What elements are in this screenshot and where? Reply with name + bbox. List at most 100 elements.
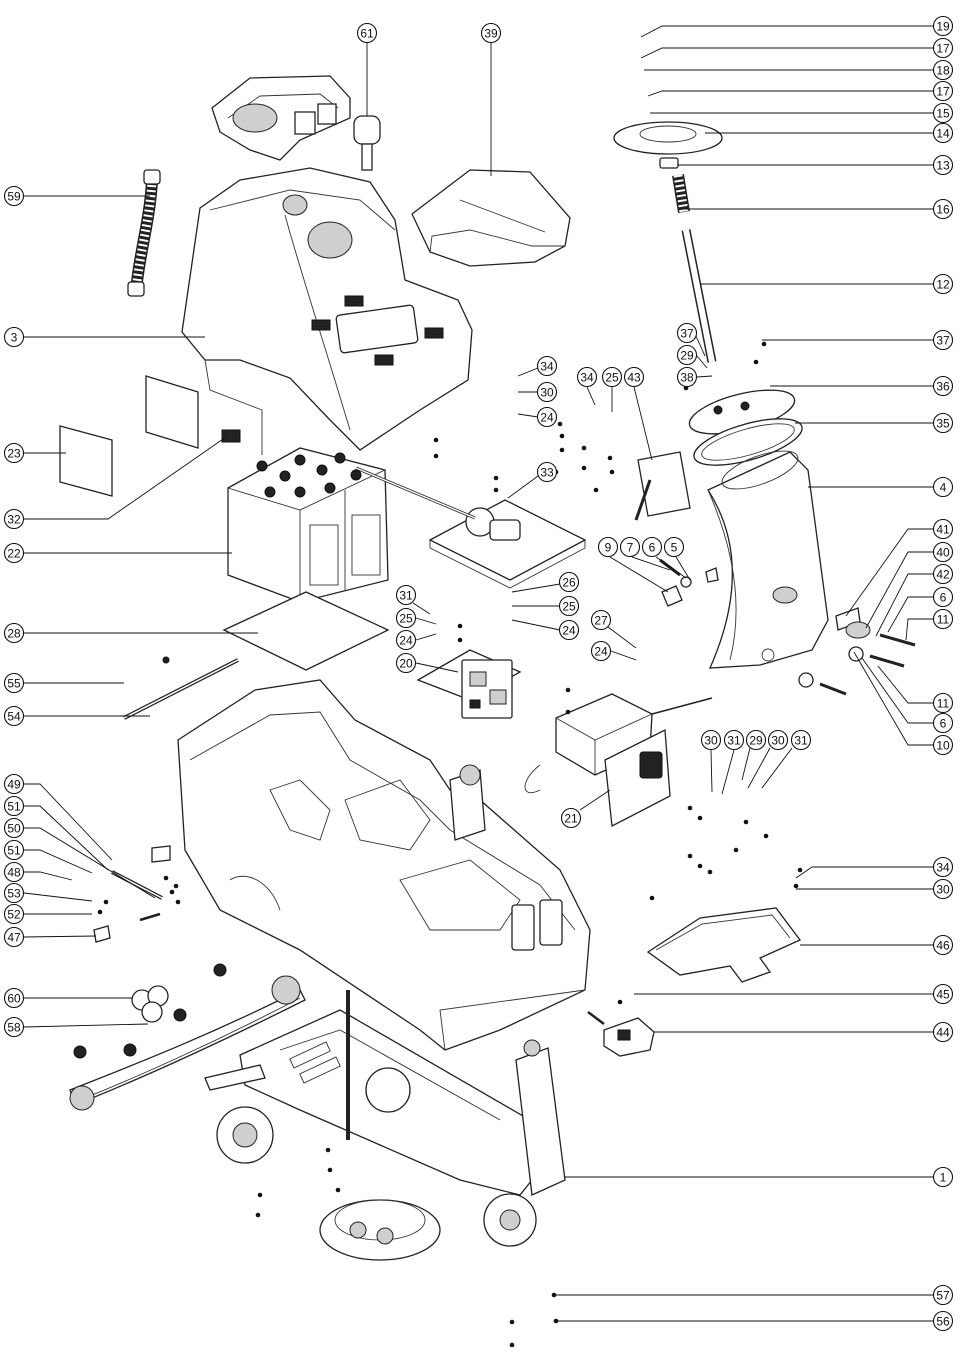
callout-number: 51 bbox=[7, 844, 21, 858]
leader-line-6 bbox=[861, 657, 933, 724]
part-1-frame bbox=[204, 990, 566, 1261]
part-44-bracket bbox=[587, 1011, 655, 1057]
fastener-1 bbox=[433, 453, 439, 459]
fastener-13 bbox=[457, 623, 463, 629]
fastener-41 bbox=[97, 909, 103, 915]
callout-number: 51 bbox=[7, 800, 21, 814]
callout-circle bbox=[932, 878, 954, 900]
callout-25: 25 bbox=[395, 607, 417, 629]
callout-number: 43 bbox=[627, 371, 641, 385]
callout-number: 42 bbox=[936, 568, 950, 582]
callout-number: 6 bbox=[940, 591, 947, 605]
leader-line-11 bbox=[905, 618, 933, 641]
callout-circle bbox=[3, 672, 25, 694]
callout-32: 32 bbox=[3, 508, 25, 530]
part-39-seat-cover bbox=[411, 169, 571, 267]
leader-line-30 bbox=[710, 749, 713, 793]
callout-circle bbox=[932, 375, 954, 397]
part-33-control-plate bbox=[355, 466, 587, 589]
part-20-circuit-board bbox=[416, 649, 522, 719]
callout-circle bbox=[536, 355, 558, 377]
fastener-14 bbox=[457, 637, 463, 643]
part-58-squeegee bbox=[69, 963, 306, 1111]
callout-37: 37 bbox=[676, 322, 698, 344]
callout-number: 20 bbox=[399, 657, 413, 671]
callout-circle bbox=[932, 80, 954, 102]
callout-55: 55 bbox=[3, 672, 25, 694]
callout-number: 5 bbox=[671, 541, 678, 555]
part-23-panel bbox=[59, 375, 199, 497]
part-28-battery-mat bbox=[222, 591, 390, 671]
callout-12: 12 bbox=[932, 273, 954, 295]
callout-circle bbox=[767, 729, 789, 751]
fastener-37 bbox=[173, 883, 179, 889]
leader-line-7 bbox=[631, 556, 671, 571]
callout-number: 13 bbox=[936, 159, 950, 173]
fastener-34 bbox=[509, 1319, 515, 1325]
callout-number: 45 bbox=[936, 988, 950, 1002]
callout-number: 38 bbox=[680, 371, 694, 385]
callout-39: 39 bbox=[480, 22, 502, 44]
fastener-21 bbox=[733, 847, 739, 853]
leader-lines bbox=[23, 25, 933, 1322]
callout-number: 30 bbox=[540, 386, 554, 400]
callout-circle bbox=[597, 536, 619, 558]
callout-circle bbox=[932, 541, 954, 563]
leader-line-17 bbox=[647, 90, 933, 97]
callout-circle bbox=[932, 102, 954, 124]
callout-number: 18 bbox=[936, 64, 950, 78]
fastener-18 bbox=[697, 815, 703, 821]
callout-46: 46 bbox=[932, 934, 954, 956]
part-49-47-hardware bbox=[93, 845, 171, 943]
leader-line-20 bbox=[415, 662, 459, 673]
callout-circle bbox=[676, 344, 698, 366]
callout-circle bbox=[932, 983, 954, 1005]
callout-40: 40 bbox=[932, 541, 954, 563]
callout-number: 48 bbox=[7, 866, 21, 880]
callout-circle bbox=[395, 584, 417, 606]
callout-51: 51 bbox=[3, 795, 25, 817]
callout-circle bbox=[932, 518, 954, 540]
callout-30: 30 bbox=[536, 381, 558, 403]
callout-number: 35 bbox=[936, 417, 950, 431]
callout-number: 56 bbox=[936, 1315, 950, 1329]
callout-6: 6 bbox=[932, 712, 954, 734]
callout-number: 40 bbox=[936, 546, 950, 560]
part-9-knob bbox=[659, 558, 719, 607]
fastener-0 bbox=[433, 437, 439, 443]
callout-circle bbox=[932, 1284, 954, 1306]
callout-circle bbox=[395, 629, 417, 651]
callout-number: 54 bbox=[7, 710, 21, 724]
callout-circle bbox=[536, 381, 558, 403]
callout-number: 24 bbox=[562, 624, 576, 638]
callout-circle bbox=[723, 729, 745, 751]
callout-number: 61 bbox=[360, 27, 374, 41]
fastener-15 bbox=[565, 687, 571, 693]
leader-line-41 bbox=[845, 528, 933, 617]
callout-circle bbox=[558, 595, 580, 617]
callout-circle bbox=[3, 326, 25, 348]
callout-31: 31 bbox=[723, 729, 745, 751]
callout-number: 31 bbox=[794, 734, 808, 748]
callout-circle bbox=[745, 729, 767, 751]
part-4-column-housing bbox=[707, 450, 829, 669]
leader-line-47 bbox=[23, 935, 97, 938]
fastener-6 bbox=[559, 447, 565, 453]
callout-number: 34 bbox=[936, 861, 950, 875]
callout-57: 57 bbox=[932, 1284, 954, 1306]
callout-number: 3 bbox=[11, 331, 18, 345]
fastener-20 bbox=[763, 833, 769, 839]
callout-circle bbox=[395, 607, 417, 629]
callout-circle bbox=[3, 861, 25, 883]
callout-6: 6 bbox=[641, 536, 663, 558]
leader-line-24 bbox=[610, 650, 637, 661]
callout-circle bbox=[3, 882, 25, 904]
callout-number: 34 bbox=[540, 360, 554, 374]
callout-number: 26 bbox=[562, 576, 576, 590]
leader-line-9 bbox=[609, 556, 669, 593]
callout-28: 28 bbox=[3, 622, 25, 644]
callout-7: 7 bbox=[619, 536, 641, 558]
fastener-23 bbox=[697, 863, 703, 869]
fastener-30 bbox=[257, 1192, 263, 1198]
